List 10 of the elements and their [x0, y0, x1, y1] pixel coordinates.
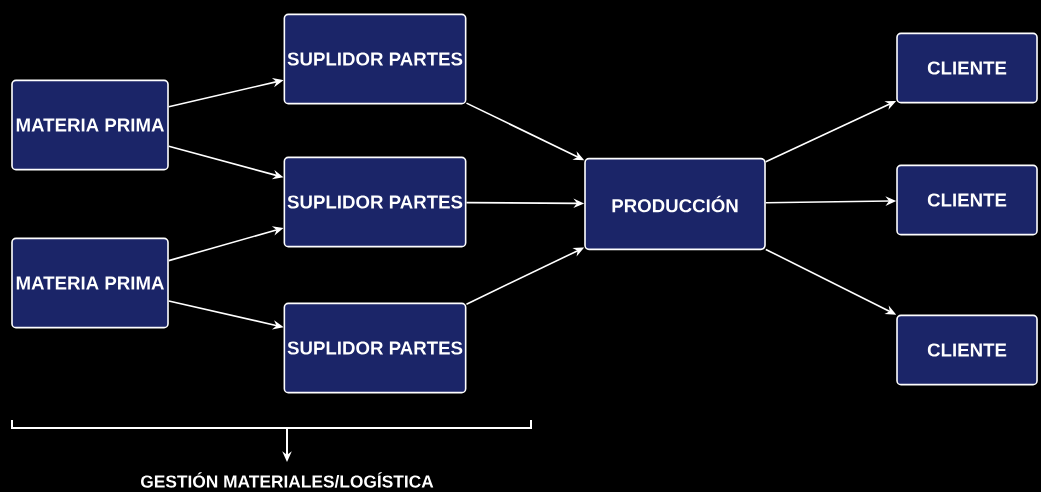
process-box: SUPLIDOR PARTES: [283, 156, 467, 248]
process-box: CLIENTE: [896, 314, 1038, 386]
process-box: SUPLIDOR PARTES: [283, 302, 467, 394]
process-box: SUPLIDOR PARTES: [283, 13, 467, 105]
process-box: CLIENTE: [896, 164, 1038, 236]
process-box: CLIENTE: [896, 32, 1038, 104]
process-box: MATERIA PRIMA: [11, 237, 169, 329]
caption-text: GESTIÓN MATERIALES/LOGÍSTICA: [141, 472, 434, 488]
process-box: PRODUCCIÓN: [584, 157, 766, 251]
process-box: MATERIA PRIMA: [11, 79, 169, 171]
